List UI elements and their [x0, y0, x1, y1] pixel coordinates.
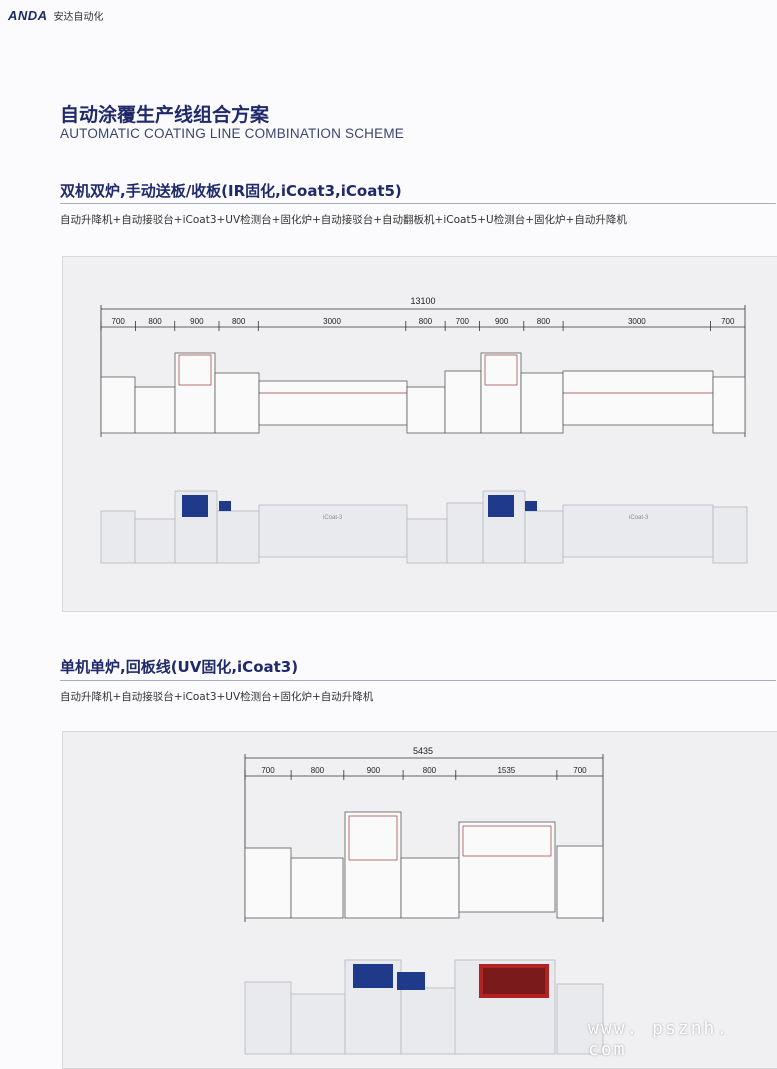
section1-dim-label: 700 — [112, 317, 126, 326]
section1-dim-label: 700 — [456, 317, 470, 326]
section2-dim-label: 800 — [311, 766, 325, 775]
section2-divider — [60, 680, 776, 681]
page-title-cn: 自动涂覆生产线组合方案 — [60, 104, 270, 126]
section1-total-dim: 13100 — [410, 296, 435, 306]
section1-dim-label: 3000 — [628, 317, 646, 326]
section1-dim-label: 900 — [495, 317, 509, 326]
section2-drawing: 5435 700 800 900 800 1535 700 — [244, 746, 604, 1055]
logo-company-name: 安达自动化 — [53, 12, 104, 23]
section1-dim-label: 800 — [419, 317, 433, 326]
section2-dim-label: 700 — [261, 766, 275, 775]
section2-total-dim: 5435 — [413, 746, 433, 756]
section2-dim-label: 800 — [423, 766, 437, 775]
logo-mark: ANDA — [8, 8, 48, 23]
page-title-en: AUTOMATIC COATING LINE COMBINATION SCHEM… — [60, 126, 404, 141]
section1-dim-label: 900 — [190, 317, 204, 326]
section1-divider — [60, 203, 776, 204]
watermark: www. psznh. com — [588, 1018, 730, 1060]
section1-diagram-panel: 13100 700 800 900 800 3000 800 700 900 800 3000 70… — [62, 256, 777, 612]
section2-title: 单机单炉,回板线(UV固化,iCoat3) — [60, 658, 299, 676]
section1-drawing: 13100 700 800 900 800 3000 800 700 900 800 3000 70… — [100, 296, 748, 564]
section1-dim-label: 800 — [232, 317, 246, 326]
section1-title: 双机双炉,手动送板/收板(IR固化,iCoat3,iCoat5) — [60, 182, 402, 200]
section2-subtitle: 自动升降机+自动接驳台+iCoat3+UV检测台+固化炉+自动升降机 — [60, 691, 374, 703]
section1-dim-label: 700 — [721, 317, 735, 326]
section1-oven-label-1: iCoat-3 — [323, 515, 343, 521]
section2-dim-label: 1535 — [497, 766, 515, 775]
section1-dim-label: 3000 — [323, 317, 341, 326]
section1-oven-label-2: iCoat-3 — [629, 515, 649, 521]
section2-diagram-panel: 5435 700 800 900 800 1535 700 — [62, 731, 777, 1069]
section2-dim-label: 900 — [367, 766, 381, 775]
section1-dim-label: 800 — [148, 317, 162, 326]
section1-dim-label: 800 — [537, 317, 551, 326]
brand-logo: ANDA 安达自动化 — [8, 8, 104, 23]
section1-subtitle: 自动升降机+自动接驳台+iCoat3+UV检测台+固化炉+自动接驳台+自动翻板机… — [60, 214, 627, 226]
section2-dim-label: 700 — [573, 766, 587, 775]
